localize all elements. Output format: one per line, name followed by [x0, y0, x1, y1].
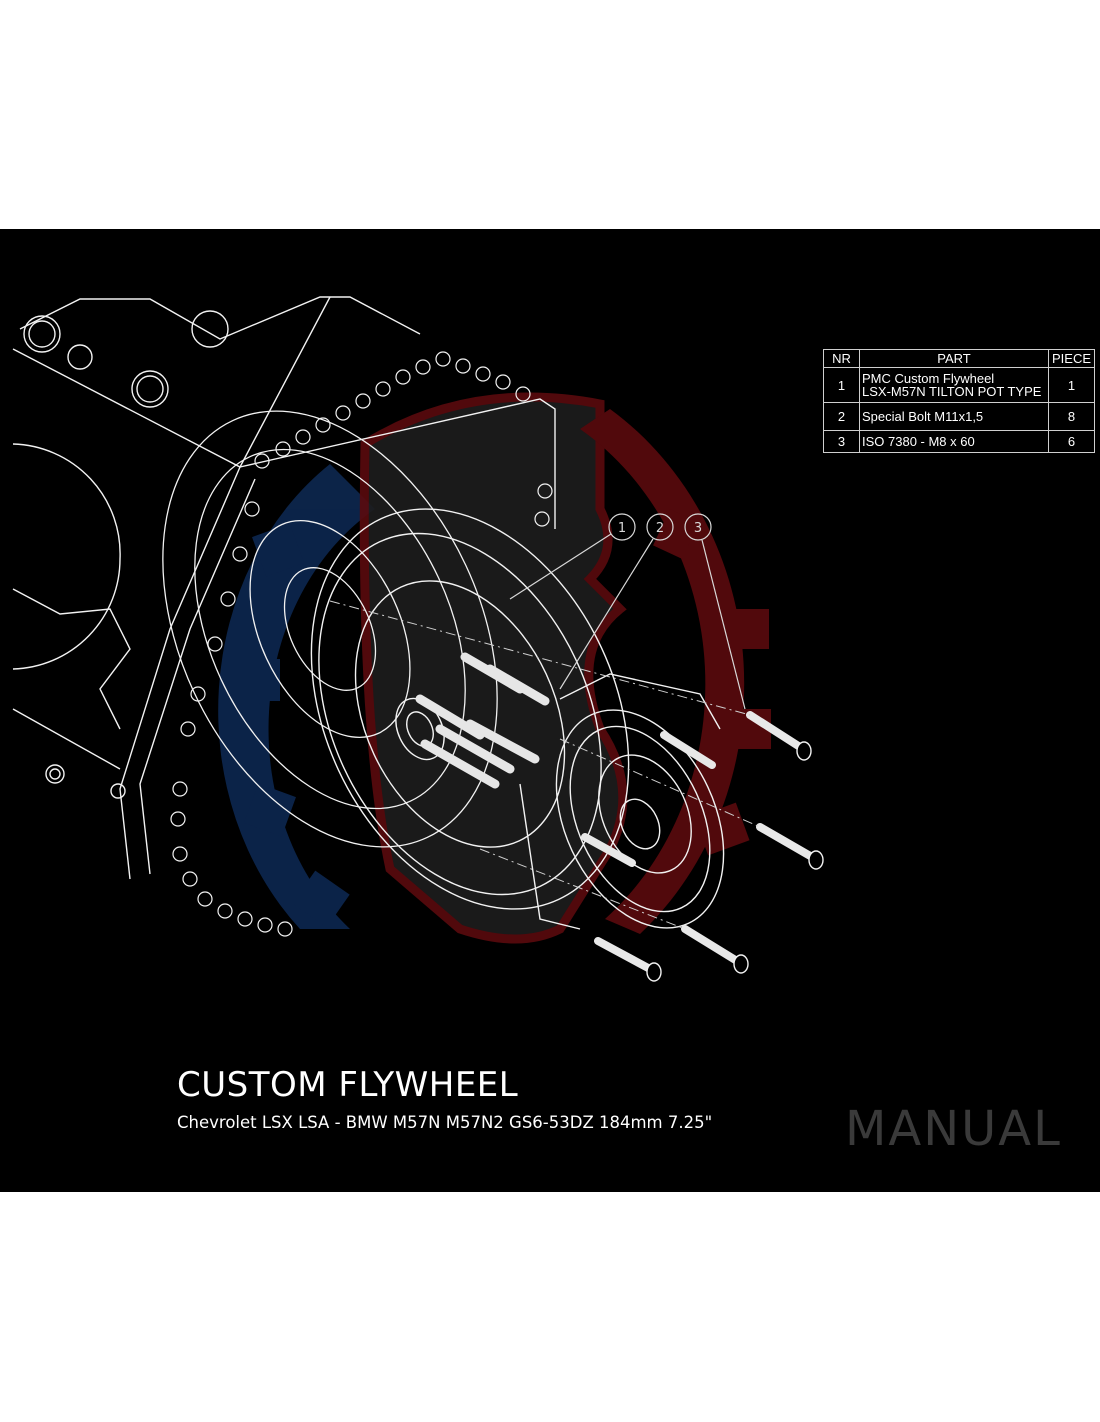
- row-nr: 3: [823, 430, 860, 453]
- row-nr: 1: [823, 367, 860, 403]
- header-piece: PIECE: [1048, 349, 1095, 368]
- row-piece: 8: [1048, 402, 1095, 431]
- clutch-pot-lineart: [519, 673, 725, 930]
- callout-2: [646, 513, 674, 541]
- callout-2-leader: [559, 538, 654, 690]
- product-title: CUSTOM FLYWHEEL: [177, 1065, 519, 1105]
- callout-1-leader: [509, 533, 612, 600]
- adapter-plate-lineart: [162, 410, 498, 848]
- flange-bolts: [170, 351, 553, 937]
- table-header-row: NR PART PIECE: [823, 349, 1095, 368]
- product-image-panel: 1 2 3 NR PART PIECE 1 PMC Custom Flywhee…: [0, 229, 1100, 1192]
- row-part: Special Bolt M11x1,5: [859, 402, 1049, 431]
- table-row: 2 Special Bolt M11x1,5 8: [823, 402, 1095, 431]
- assembly-axes: [329, 600, 761, 930]
- callout-label-1: 1: [618, 521, 626, 536]
- row-piece: 6: [1048, 430, 1095, 453]
- callout-3: [684, 513, 712, 541]
- callout-label-2: 2: [656, 521, 664, 536]
- product-subtitle: Chevrolet LSX LSA - BMW M57N M57N2 GS6-5…: [177, 1113, 713, 1132]
- flywheel-lineart: [310, 508, 630, 910]
- manual-watermark: MANUAL: [845, 1101, 1062, 1157]
- callout-bubbles: [509, 513, 746, 710]
- row-part-line2: LSX-M57N TILTON POT TYPE: [862, 384, 1042, 399]
- row-nr: 2: [823, 402, 860, 431]
- callout-3-leader: [701, 539, 746, 710]
- engine-block-lineart: [12, 296, 556, 880]
- special-bolts: [415, 652, 550, 789]
- table-row: 1 PMC Custom Flywheel LSX-M57N TILTON PO…: [823, 367, 1095, 403]
- table-row: 3 ISO 7380 - M8 x 60 6: [823, 430, 1095, 453]
- exploded-view-drawing: 1 2 3: [12, 296, 824, 982]
- parts-list-table: NR PART PIECE 1 PMC Custom Flywheel LSX-…: [823, 349, 1095, 453]
- row-part-line1: PMC Custom Flywheel: [862, 371, 995, 386]
- iso-bolts: [581, 711, 824, 982]
- callout-label-3: 3: [694, 521, 702, 536]
- callout-1: [608, 513, 636, 541]
- row-piece: 1: [1048, 367, 1095, 403]
- row-part: PMC Custom Flywheel LSX-M57N TILTON POT …: [859, 367, 1049, 403]
- logo-blue-gear: [218, 464, 375, 929]
- row-part: ISO 7380 - M8 x 60: [859, 430, 1049, 453]
- header-nr: NR: [823, 349, 860, 368]
- header-part: PART: [859, 349, 1049, 368]
